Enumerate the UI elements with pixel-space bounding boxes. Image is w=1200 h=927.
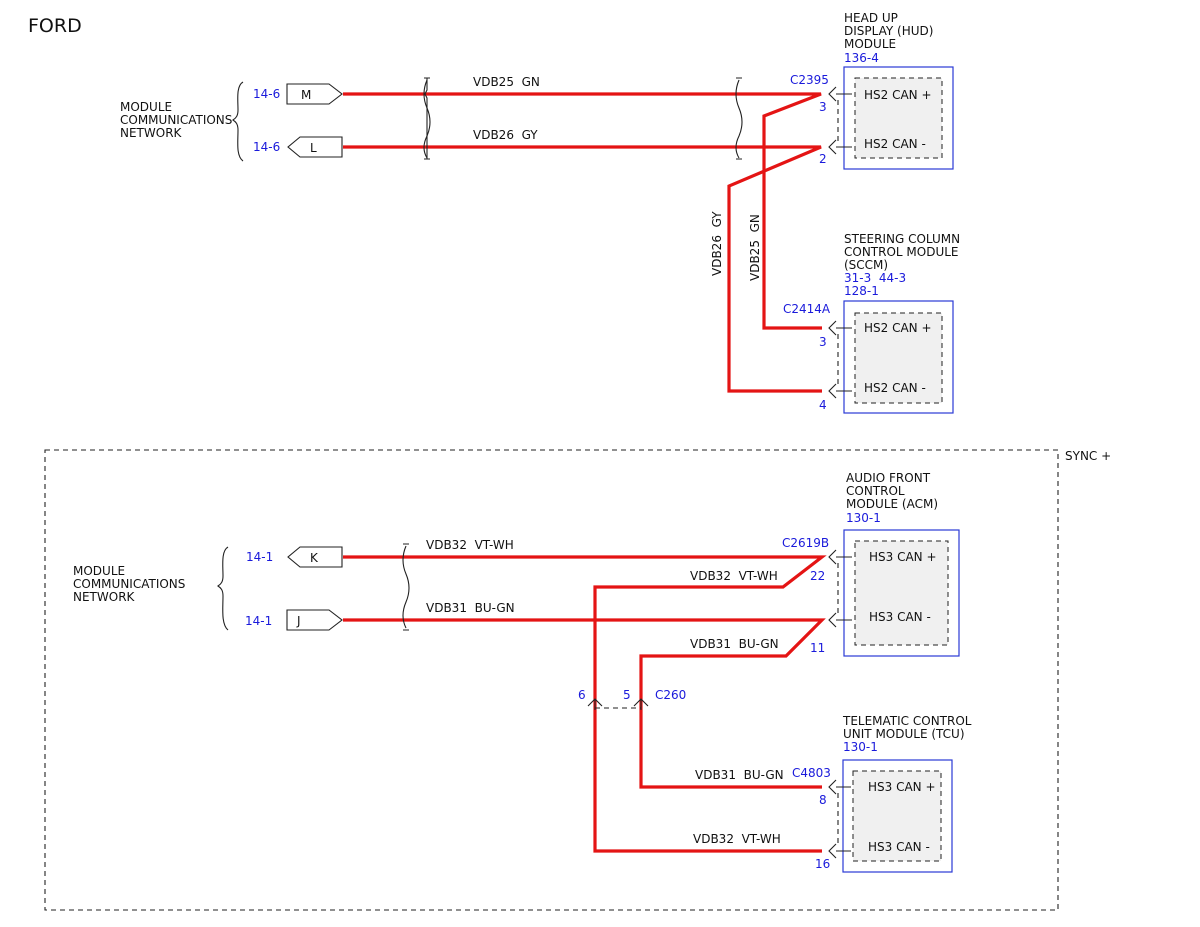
svg-text:MODULE: MODULE	[73, 564, 125, 578]
tcu-pin-signal: HS3 CAN -	[868, 840, 930, 854]
twist-mark-bottom	[402, 543, 410, 631]
hud-pin-arrow	[828, 139, 852, 155]
svg-text:MODULE: MODULE	[120, 100, 172, 114]
label-vdb25-vertical: VDB25 GN	[748, 214, 762, 281]
bottom-network-label: MODULE COMMUNICATIONS NETWORK	[73, 564, 185, 604]
top-network-brace	[232, 81, 244, 162]
sccm-pin-arrow	[828, 383, 852, 399]
connector-k-letter: K	[310, 551, 319, 565]
tcu-pin-signal: HS3 CAN +	[868, 780, 936, 794]
sccm-pin-number: 3	[819, 335, 827, 349]
tcu-pin-arrow	[828, 779, 851, 795]
tcu-pin-number: 16	[815, 857, 830, 871]
sccm-pin-signal: HS2 CAN -	[864, 381, 926, 395]
acm-pin-arrow	[828, 612, 852, 628]
acm-connector-id: C2619B	[782, 536, 829, 550]
svg-text:UNIT MODULE (TCU): UNIT MODULE (TCU)	[843, 727, 965, 741]
svg-text:HEAD UP: HEAD UP	[844, 11, 898, 25]
twist-mark-top-right	[735, 77, 743, 160]
c260-pin-number: 6	[578, 688, 586, 702]
hud-connector-id: C2395	[790, 73, 829, 87]
label-vdb31-main: VDB31 BU-GN	[426, 601, 515, 615]
label-vdb31-branch: VDB31 BU-GN	[690, 637, 779, 651]
svg-text:CONTROL: CONTROL	[846, 484, 905, 498]
hud-pin-number: 2	[819, 152, 827, 166]
label-vdb26-vertical: VDB26 GY	[710, 211, 724, 276]
svg-text:CONTROL MODULE: CONTROL MODULE	[844, 245, 959, 259]
label-vdb32-branch: VDB32 VT-WH	[690, 569, 778, 583]
tcu-ref: 130-1	[843, 740, 878, 754]
tcu-pin-arrow	[828, 843, 851, 859]
connector-m-ref: 14-6	[253, 87, 280, 101]
svg-text:STEERING COLUMN: STEERING COLUMN	[844, 232, 960, 246]
module-hud: HEAD UP DISPLAY (HUD) MODULE 136-4 C2395…	[790, 11, 954, 170]
inline-connector-c260: 6 5 C260	[578, 688, 686, 710]
c260-id: C260	[655, 688, 686, 702]
acm-pin-number: 11	[810, 641, 825, 655]
c260-pin-arrow	[633, 698, 649, 710]
sccm-pin-arrow	[828, 320, 852, 336]
twist-mark-top-left	[423, 77, 431, 160]
sccm-ref: 31-3 44-3	[844, 271, 906, 285]
wire-vdb25-top	[343, 92, 822, 330]
connector-j: 14-1 J	[245, 609, 343, 631]
sccm-ref: 128-1	[844, 284, 879, 298]
connector-l-ref: 14-6	[253, 140, 280, 154]
acm-pin-arrow	[828, 549, 852, 565]
module-sccm: STEERING COLUMN CONTROL MODULE (SCCM) 31…	[783, 232, 960, 414]
svg-text:AUDIO FRONT: AUDIO FRONT	[846, 471, 931, 485]
tcu-pin-number: 8	[819, 793, 827, 807]
connector-l-letter: L	[310, 141, 317, 155]
wire-vdb26-top	[343, 145, 822, 393]
label-vdb26-top: VDB26 GY	[473, 128, 538, 142]
hud-ref: 136-4	[844, 51, 879, 65]
hud-pin-arrow	[828, 86, 852, 102]
label-vdb32-tcu: VDB32 VT-WH	[693, 832, 781, 846]
sccm-pin-number: 4	[819, 398, 827, 412]
svg-text:DISPLAY (HUD): DISPLAY (HUD)	[844, 24, 933, 38]
label-vdb25-top: VDB25 GN	[473, 75, 540, 89]
connector-k: 14-1 K	[246, 546, 343, 568]
connector-m: 14-6 M	[253, 83, 343, 105]
svg-text:MODULE: MODULE	[844, 37, 896, 51]
connector-m-letter: M	[301, 88, 311, 102]
svg-text:NETWORK: NETWORK	[120, 126, 183, 140]
wire-vdb31-acm	[343, 618, 826, 789]
acm-pin-number: 22	[810, 569, 825, 583]
label-vdb32-main: VDB32 VT-WH	[426, 538, 514, 552]
tcu-connector-id: C4803	[792, 766, 831, 780]
bottom-network-brace	[217, 546, 229, 631]
svg-text:COMMUNICATIONS: COMMUNICATIONS	[120, 113, 232, 127]
module-acm: AUDIO FRONT CONTROL MODULE (ACM) 130-1 C…	[782, 471, 960, 657]
acm-ref: 130-1	[846, 511, 881, 525]
sync-boundary	[44, 449, 1059, 911]
acm-pin-signal: HS3 CAN +	[869, 550, 937, 564]
sync-label: SYNC +	[1065, 449, 1111, 463]
top-network-label: MODULE COMMUNICATIONS NETWORK	[120, 100, 232, 140]
svg-text:TELEMATIC CONTROL: TELEMATIC CONTROL	[842, 714, 972, 728]
hud-pin-number: 3	[819, 100, 827, 114]
hud-pin-signal: HS2 CAN +	[864, 88, 932, 102]
wire-vdb32-acm	[343, 555, 827, 853]
label-vdb31-tcu: VDB31 BU-GN	[695, 768, 784, 782]
connector-k-ref: 14-1	[246, 550, 273, 564]
connector-l: 14-6 L	[253, 136, 343, 158]
connector-j-ref: 14-1	[245, 614, 272, 628]
sccm-connector-id: C2414A	[783, 302, 831, 316]
sccm-pin-signal: HS2 CAN +	[864, 321, 932, 335]
brand-label: FORD	[28, 15, 82, 37]
hud-pin-signal: HS2 CAN -	[864, 137, 926, 151]
svg-text:(SCCM): (SCCM)	[844, 258, 888, 272]
c260-pin-number: 5	[623, 688, 631, 702]
acm-pin-signal: HS3 CAN -	[869, 610, 931, 624]
svg-text:MODULE (ACM): MODULE (ACM)	[846, 497, 938, 511]
svg-text:COMMUNICATIONS: COMMUNICATIONS	[73, 577, 185, 591]
c260-pin-arrow	[587, 698, 603, 710]
connector-j-letter: J	[296, 614, 301, 628]
module-tcu: TELEMATIC CONTROL UNIT MODULE (TCU) 130-…	[792, 714, 972, 873]
svg-text:NETWORK: NETWORK	[73, 590, 136, 604]
